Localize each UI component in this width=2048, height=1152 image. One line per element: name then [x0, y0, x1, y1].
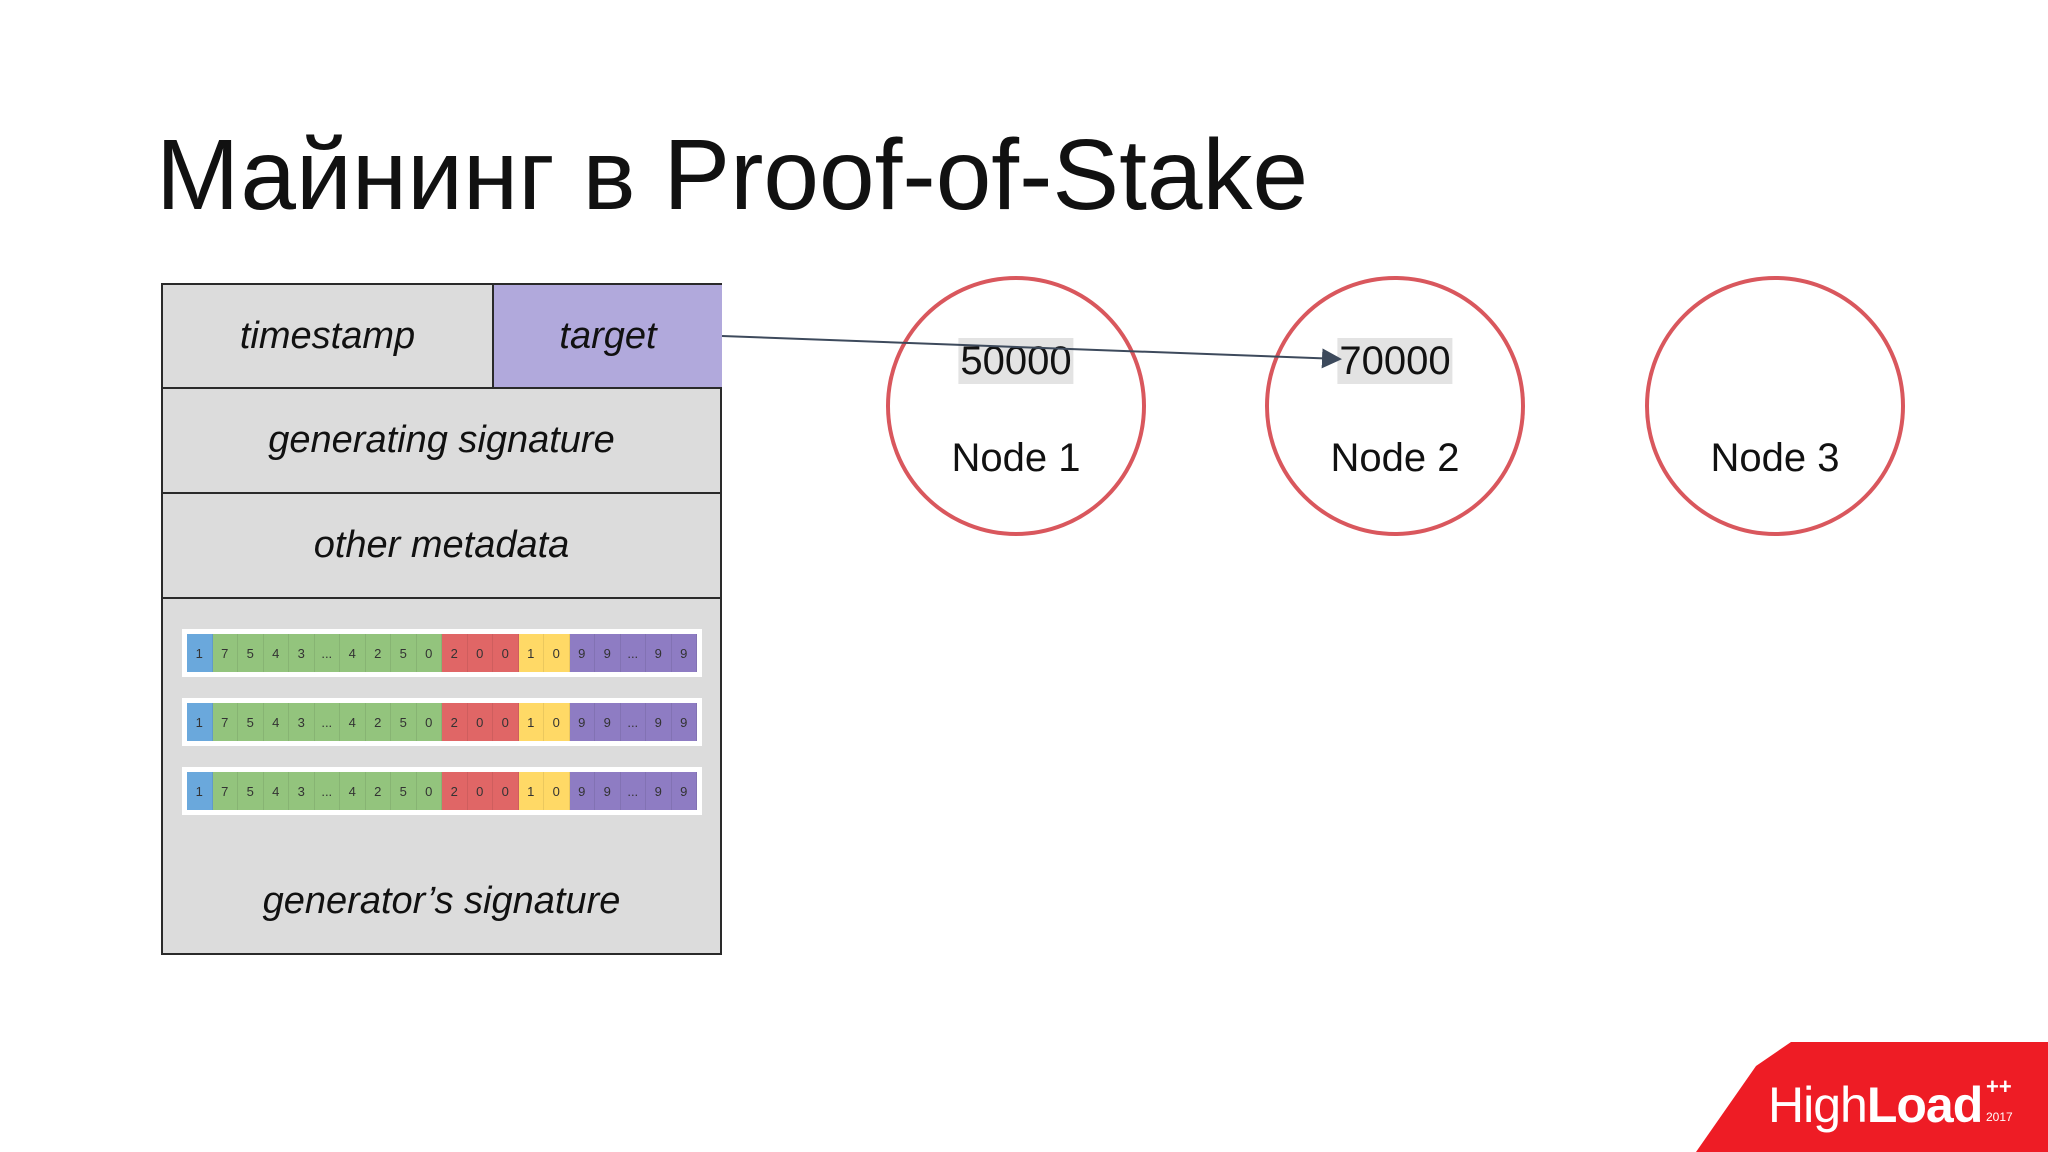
tx-digit: 9 — [595, 703, 621, 741]
tx-digit: 0 — [544, 772, 570, 810]
tx-digit: 9 — [646, 772, 672, 810]
tx-digit: 4 — [263, 703, 289, 741]
tx-digit: 7 — [212, 703, 238, 741]
tx-digit: 0 — [467, 772, 493, 810]
tx-digit: 7 — [212, 634, 238, 672]
node-1-label: Node 1 — [951, 436, 1081, 480]
other-metadata-field: other metadata — [163, 494, 720, 599]
tx-digit: 0 — [416, 634, 442, 672]
tx-digit: 1 — [518, 703, 544, 741]
tx-digit: ... — [620, 703, 646, 741]
tx-digit: 9 — [569, 634, 595, 672]
tx-digit: 4 — [340, 634, 366, 672]
tx-digit: 5 — [391, 634, 417, 672]
node-3: Node 3 — [1645, 276, 1905, 536]
timestamp-field: timestamp — [163, 285, 494, 389]
slide-title: Майнинг в Proof-of-Stake — [156, 119, 1309, 231]
tx-digit: 0 — [544, 703, 570, 741]
tx-digit: ... — [314, 634, 340, 672]
tx-digit: 1 — [187, 703, 213, 741]
tx-digit: 9 — [569, 772, 595, 810]
logo-text: HighLoad — [1768, 1077, 1983, 1133]
node-1: 50000 Node 1 — [886, 276, 1146, 536]
tx-digit: 3 — [289, 634, 315, 672]
tx-digit: 5 — [391, 772, 417, 810]
tx-digit: 0 — [416, 772, 442, 810]
tx-digit: 2 — [365, 703, 391, 741]
node-2: 70000 Node 2 — [1265, 276, 1525, 536]
tx-digit: 9 — [671, 703, 697, 741]
node-3-label: Node 3 — [1710, 436, 1840, 480]
tx-digit: 5 — [238, 634, 264, 672]
node-1-value: 50000 — [958, 338, 1074, 384]
tx-digit: 9 — [595, 772, 621, 810]
tx-digit: 9 — [671, 634, 697, 672]
block-diagram: timestamp target generating signature ot… — [161, 283, 722, 955]
tx-digit: 1 — [518, 634, 544, 672]
tx-digit: 2 — [365, 772, 391, 810]
tx-digit: 3 — [289, 703, 315, 741]
tx-digit: 4 — [340, 703, 366, 741]
tx-digit: 4 — [340, 772, 366, 810]
tx-digit: 0 — [467, 634, 493, 672]
tx-digit: 0 — [493, 772, 519, 810]
tx-digit: 2 — [365, 634, 391, 672]
highload-logo — [1696, 1042, 2048, 1152]
tx-digit: 0 — [493, 634, 519, 672]
tx-digit: 2 — [442, 703, 468, 741]
tx-digit: 9 — [569, 703, 595, 741]
tx-digit: ... — [314, 703, 340, 741]
tx-digit: 0 — [416, 703, 442, 741]
tx-digit: ... — [314, 772, 340, 810]
generator-signature-field: generator’s signature — [163, 850, 720, 953]
tx-digit: ... — [620, 772, 646, 810]
logo-plus: ++ — [1986, 1074, 2012, 1099]
logo-year: 2017 — [1986, 1110, 2013, 1124]
target-field: target — [494, 285, 722, 389]
tx-digit: 5 — [238, 772, 264, 810]
tx-digit: 9 — [646, 634, 672, 672]
tx-digit: 1 — [187, 634, 213, 672]
tx-digit: 2 — [442, 634, 468, 672]
tx-digit: 5 — [238, 703, 264, 741]
generating-signature-field: generating signature — [163, 389, 720, 494]
tx-digit: 3 — [289, 772, 315, 810]
tx-digit: 5 — [391, 703, 417, 741]
tx-digit: 0 — [544, 634, 570, 672]
node-2-label: Node 2 — [1330, 436, 1460, 480]
tx-digit: 4 — [263, 634, 289, 672]
tx-digit: 4 — [263, 772, 289, 810]
node-2-value: 70000 — [1337, 338, 1453, 384]
tx-digit: 7 — [212, 772, 238, 810]
tx-digit: 2 — [442, 772, 468, 810]
tx-digit: 9 — [671, 772, 697, 810]
tx-digit: 1 — [187, 772, 213, 810]
tx-digit: 0 — [467, 703, 493, 741]
tx-digit: 9 — [646, 703, 672, 741]
tx-digit: ... — [620, 634, 646, 672]
tx-digit: 1 — [518, 772, 544, 810]
tx-digit: 9 — [595, 634, 621, 672]
tx-digit: 0 — [493, 703, 519, 741]
